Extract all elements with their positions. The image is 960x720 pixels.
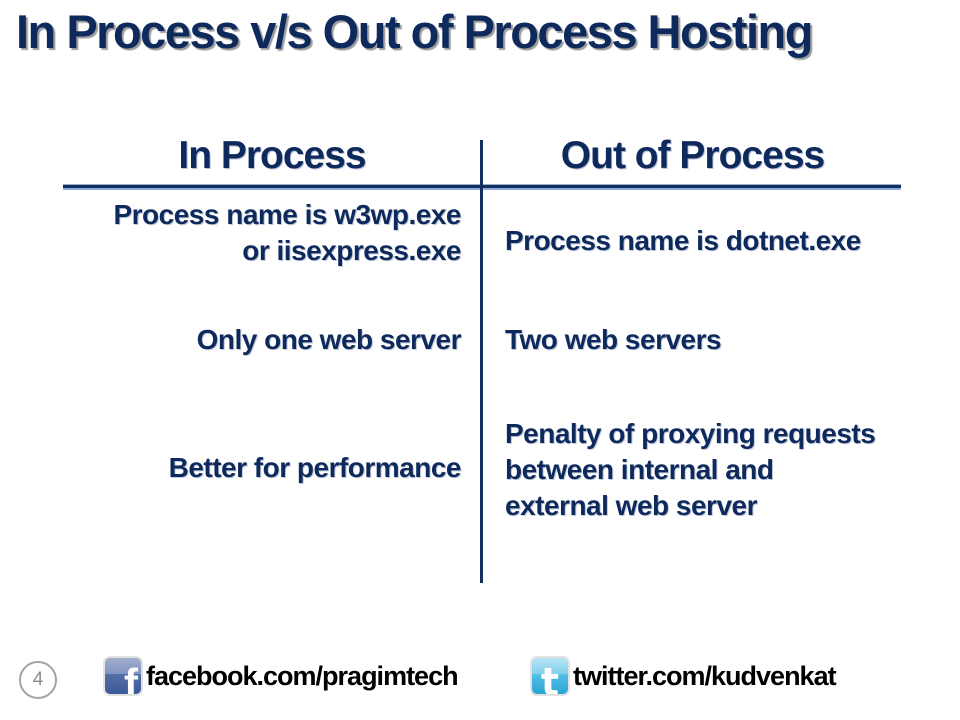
cell-inprocess-process-name: Process name is w3wp.exe or iisexpress.e… <box>63 197 461 269</box>
cell-line: external web server <box>505 490 758 521</box>
cell-line: Only one web server <box>196 324 462 355</box>
twitter-handle: t twitter.com/kudvenkat <box>530 654 837 698</box>
cell-line: Penalty of proxying requests <box>505 418 876 449</box>
cell-inprocess-performance: Better for performance <box>63 450 462 486</box>
cell-line: Process name is dotnet.exe <box>505 225 861 256</box>
cell-line: Two web servers <box>505 324 722 355</box>
cell-line: or iisexpress.exe <box>242 235 461 266</box>
cell-outprocess-web-server: Two web servers <box>505 322 935 358</box>
page-number-badge: 4 <box>19 661 57 699</box>
twitter-icon: t <box>530 656 570 696</box>
facebook-icon: f <box>103 656 143 696</box>
facebook-handle: f facebook.com/pragimtech <box>103 654 459 698</box>
cell-line: Better for performance <box>168 452 462 483</box>
twitter-link-text: twitter.com/kudvenkat <box>573 660 837 691</box>
cell-inprocess-web-server: Only one web server <box>63 322 462 358</box>
slide-title: In Process v/s Out of Process Hosting <box>16 5 813 58</box>
column-header-out-of-process: Out of Process <box>560 134 825 177</box>
cell-line: Process name is w3wp.exe <box>113 199 461 230</box>
facebook-link-text: facebook.com/pragimtech <box>146 660 459 691</box>
cell-outprocess-process-name: Process name is dotnet.exe <box>505 223 935 259</box>
column-divider <box>480 140 483 583</box>
column-header-in-process: In Process <box>178 134 366 177</box>
cell-outprocess-penalty: Penalty of proxying requests between int… <box>505 416 935 524</box>
cell-line: between internal and <box>505 454 774 485</box>
